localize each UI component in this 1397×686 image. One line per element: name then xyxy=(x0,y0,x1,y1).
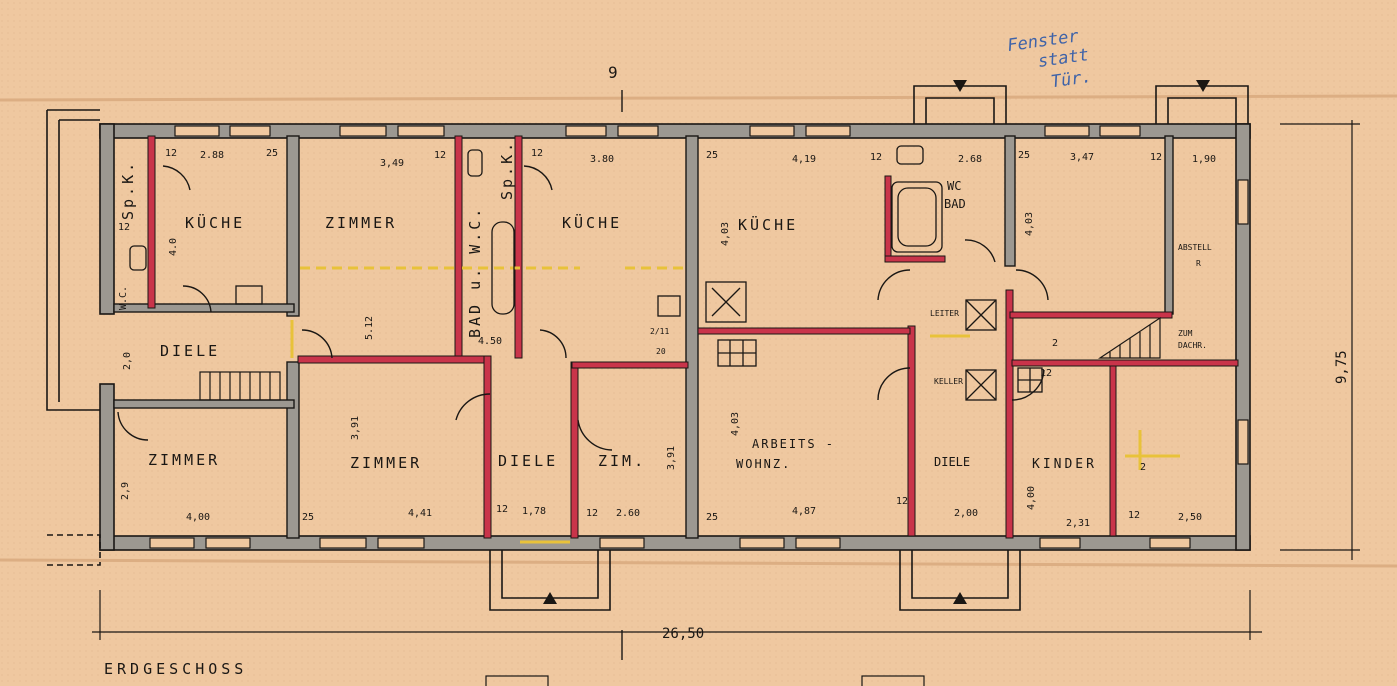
dim-label: 12 xyxy=(896,496,908,507)
room-kinder: KINDER xyxy=(1032,457,1097,472)
dim-label: 12 xyxy=(496,504,508,515)
bathtub-right xyxy=(891,181,943,253)
room-diele-1: DIELE xyxy=(160,342,220,360)
room-kueche-1: KÜCHE xyxy=(185,213,245,232)
staircase-right xyxy=(1098,316,1161,359)
room-labels: W.C. Sp.K. KÜCHE DIELE ZIMMER ZIMMER ZIM… xyxy=(118,140,1212,472)
room-diele-3: DIELE xyxy=(934,455,970,469)
dim-label: 1,78 xyxy=(522,506,546,517)
dim-label: 3,49 xyxy=(380,158,404,169)
interior-walls xyxy=(113,135,1174,539)
dim-label: 1,90 xyxy=(1192,154,1216,165)
toilet-fixtures xyxy=(129,145,924,271)
dim-label: 4,03 xyxy=(720,222,731,246)
label-leiter: LEITER xyxy=(930,309,959,318)
door-swings xyxy=(117,165,1049,451)
dim-label: 3,91 xyxy=(666,446,677,470)
dim-label: 12 xyxy=(1040,368,1052,379)
dim-label: 2,9 xyxy=(120,482,131,500)
dim-label: 25 xyxy=(266,148,278,159)
dimension-lines xyxy=(92,120,1360,640)
dim-label: 12 xyxy=(165,148,177,159)
overall-depth-label: 9,75 xyxy=(1334,350,1350,384)
dim-label: 4,41 xyxy=(408,508,432,519)
room-bad-2: BAD xyxy=(944,197,966,211)
dim-label: 3.80 xyxy=(590,154,614,165)
room-bad: BAD u. W.C. xyxy=(466,206,484,338)
room-diele-2: DIELE xyxy=(498,452,558,470)
dim-label: 12 xyxy=(586,508,598,519)
room-arbeits: ARBEITS - xyxy=(752,437,835,451)
dim-label: 25 xyxy=(706,512,718,523)
windows xyxy=(149,125,1249,549)
label-keller: KELLER xyxy=(934,377,963,386)
room-zim: ZIM. xyxy=(598,452,646,470)
room-kueche-3: KÜCHE xyxy=(738,215,798,234)
room-wohnz: WOHNZ. xyxy=(736,457,791,471)
room-kueche-2: KÜCHE xyxy=(562,213,622,232)
dim-label: 4,87 xyxy=(792,506,816,517)
dim-label: 4,03 xyxy=(730,412,741,436)
dim-label: 4,00 xyxy=(1026,486,1037,510)
dim-label: 12 xyxy=(434,150,446,161)
title-boxes xyxy=(485,675,925,686)
dim-label: 2 xyxy=(1052,338,1058,349)
dim-label: 25 xyxy=(706,150,718,161)
dim-label: 3,91 xyxy=(350,416,361,440)
dim-label: 2/11 xyxy=(650,327,669,336)
room-abstell: ABSTELL xyxy=(1178,243,1212,252)
dim-label: 2.68 xyxy=(958,154,982,165)
dim-label: 20 xyxy=(656,347,666,356)
dim-label: 12 xyxy=(118,222,130,233)
room-wc-1: W.C. xyxy=(118,286,129,310)
dim-label: 4,00 xyxy=(186,512,210,523)
dim-label: 2,50 xyxy=(1178,512,1202,523)
dim-label: 4.50 xyxy=(478,336,502,347)
room-abstell-r: R xyxy=(1196,259,1201,268)
entrance-arrows xyxy=(543,80,1210,604)
overall-width-label: 26,50 xyxy=(662,626,704,642)
yellow-markers xyxy=(290,266,1180,544)
handwritten-note: Fenster statt Tür. xyxy=(1006,26,1093,92)
bathtub-left xyxy=(491,221,515,315)
dim-label: 2,0 xyxy=(122,352,133,370)
room-zimmer-3: ZIMMER xyxy=(350,454,422,472)
fold-line xyxy=(0,94,1397,102)
dim-label: 4.0 xyxy=(168,238,179,256)
dim-label: 2.88 xyxy=(200,150,224,161)
dim-label: 12 xyxy=(531,148,543,159)
stove-fixtures xyxy=(235,281,1043,401)
room-speisekammer-2: Sp.K. xyxy=(498,140,516,200)
dim-label: 2,00 xyxy=(954,508,978,519)
section-mark-label: 9 xyxy=(608,63,618,82)
label-dachr: DACHR. xyxy=(1178,341,1207,350)
fold-line xyxy=(0,558,1397,568)
dim-label: 2 xyxy=(1140,462,1146,473)
dim-label: 12 xyxy=(1150,152,1162,163)
dim-label: 5.12 xyxy=(364,316,375,340)
dim-label: 2,31 xyxy=(1066,518,1090,529)
dim-label: 4,03 xyxy=(1024,212,1035,236)
room-zimmer-2: ZIMMER xyxy=(325,214,397,232)
dim-label: 12 xyxy=(1128,510,1140,521)
dim-label: 2.60 xyxy=(616,508,640,519)
dim-label: 3,47 xyxy=(1070,152,1094,163)
staircase-left xyxy=(199,371,281,401)
dim-label: 25 xyxy=(1018,150,1030,161)
label-zum: ZUM xyxy=(1178,329,1193,338)
dim-label: 12 xyxy=(870,152,882,163)
room-wc-2: WC xyxy=(947,179,961,193)
dim-label: 25 xyxy=(302,512,314,523)
dim-label: 4,19 xyxy=(792,154,816,165)
room-speisekammer-1: Sp.K. xyxy=(119,160,137,220)
new-walls-red xyxy=(147,135,1239,539)
room-zimmer-1: ZIMMER xyxy=(148,451,220,469)
dimension-labels: 12 2.88 25 3,49 12 12 3.80 25 4,19 12 2.… xyxy=(118,148,1216,529)
plan-title: ERDGESCHOSS xyxy=(104,660,247,678)
